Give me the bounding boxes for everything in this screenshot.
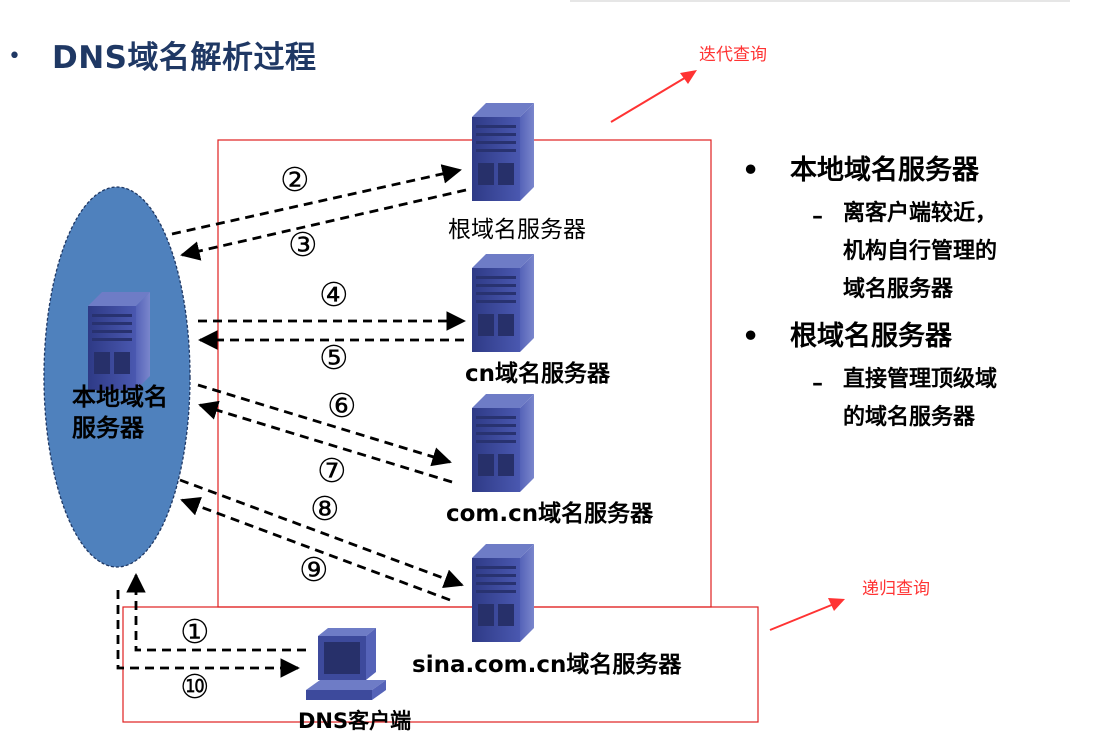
bullet-item-root-desc-line2: 的域名服务器 xyxy=(843,404,976,430)
cn-server-label: cn域名服务器 xyxy=(465,361,611,387)
bullet-item-root-desc-line1: 直接管理顶级域 xyxy=(843,366,998,392)
slide-title: DNS域名解析过程 xyxy=(52,40,317,76)
step-3-label: ③ xyxy=(288,225,318,264)
client-computer-icon xyxy=(306,628,386,700)
comcn-server-icon xyxy=(472,394,534,492)
root-server-label: 根域名服务器 xyxy=(448,217,586,243)
title-bullet: • xyxy=(8,44,21,69)
arrow-step-3 xyxy=(180,188,467,261)
recursive-frame xyxy=(122,606,759,723)
bullet-dot: • xyxy=(742,321,760,352)
client-label: DNS客户端 xyxy=(298,709,412,733)
iterative-query-label: 迭代查询 xyxy=(699,45,767,65)
bullet-dot: • xyxy=(742,155,760,186)
recursive-annotation-arrow xyxy=(769,598,845,631)
arrow-step-1 xyxy=(126,573,306,652)
comcn-server-label: com.cn域名服务器 xyxy=(446,501,654,527)
cn-server-icon xyxy=(472,254,534,352)
recursive-query-label: 递归查询 xyxy=(862,579,930,599)
step-7-label: ⑦ xyxy=(317,451,347,490)
bullet-item-root: • 根域名服务器 xyxy=(742,314,952,353)
bullet-item-root-desc: 直接管理顶级域 的域名服务器 xyxy=(843,360,997,436)
arrow-step-2 xyxy=(171,164,462,236)
bullet-item-local: • 本地域名服务器 xyxy=(742,148,979,187)
iterative-annotation-arrow xyxy=(610,70,697,123)
dash-root: – xyxy=(812,370,823,396)
arrow-step-9 xyxy=(180,496,451,602)
bullet-item-local-desc-line2: 机构自行管理的 xyxy=(843,238,998,264)
step-6-label: ⑥ xyxy=(327,386,357,425)
local-dns-server-icon xyxy=(88,292,150,390)
local-dns-label-line2: 服务器 xyxy=(72,414,144,442)
step-2-label: ② xyxy=(280,160,310,199)
bullet-item-local-desc-line3: 域名服务器 xyxy=(843,276,954,302)
sina-server-icon xyxy=(472,544,534,642)
arrow-step-8 xyxy=(179,478,464,589)
local-dns-label: 本地域名 服务器 xyxy=(72,382,168,444)
step-9-label: ⑨ xyxy=(299,550,329,589)
dash-local: – xyxy=(812,203,823,229)
bullet-item-local-desc: 离客户端较近， 机构自行管理的 域名服务器 xyxy=(843,194,997,308)
step-1-label: ① xyxy=(180,612,210,651)
local-dns-label-line1: 本地域名 xyxy=(72,383,168,411)
bullet-item-root-text: 根域名服务器 xyxy=(790,321,952,352)
bullet-item-local-text: 本地域名服务器 xyxy=(790,155,979,186)
root-server-icon xyxy=(472,103,534,201)
step-5-label: ⑤ xyxy=(319,338,349,377)
top-divider-line xyxy=(570,0,1070,2)
step-4-label: ④ xyxy=(319,275,349,314)
step-10-label: ⑩ xyxy=(180,667,210,706)
sina-server-label: sina.com.cn域名服务器 xyxy=(412,652,682,678)
step-8-label: ⑧ xyxy=(310,489,340,528)
arrow-step-10 xyxy=(116,590,300,678)
bullet-item-local-desc-line1: 离客户端较近， xyxy=(843,200,998,226)
